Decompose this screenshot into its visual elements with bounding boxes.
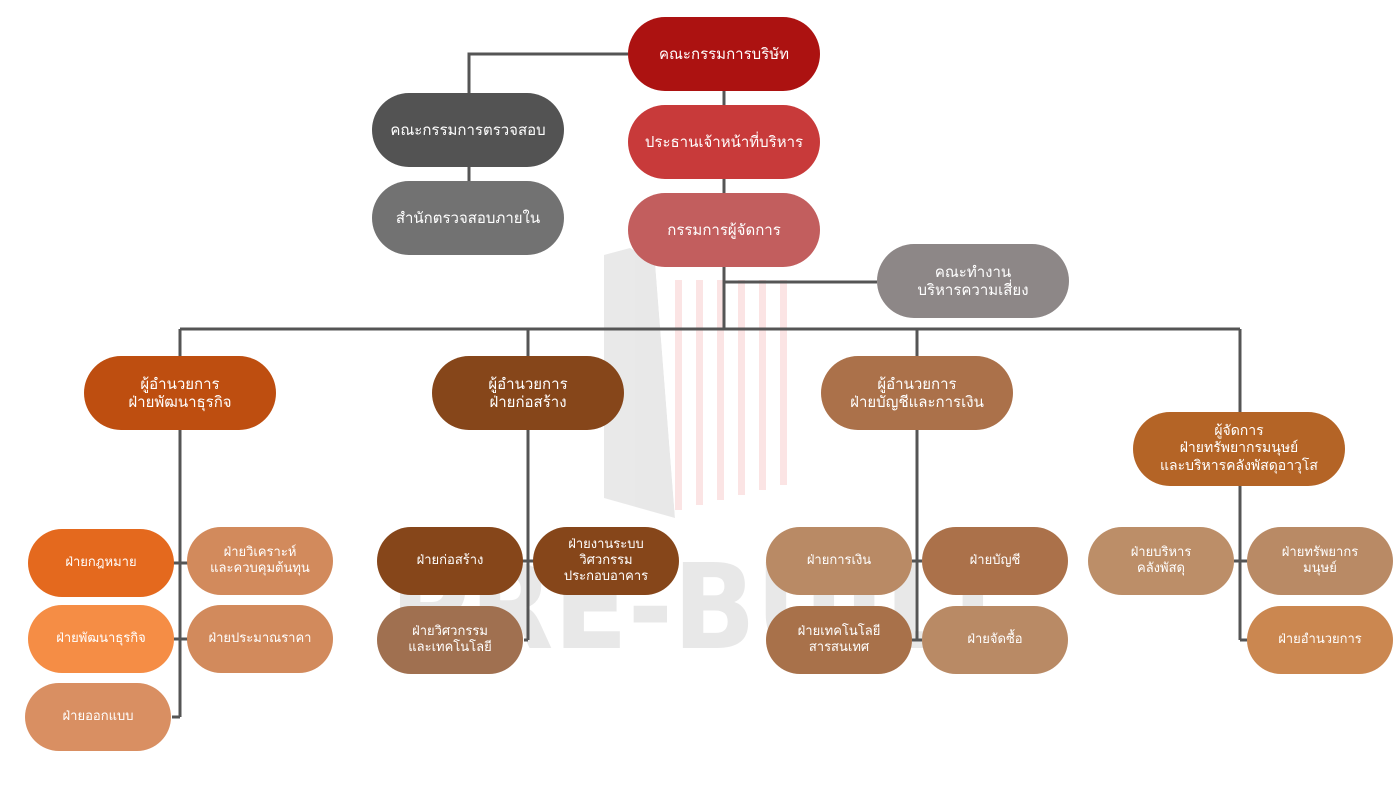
manager-human-resources-warehouse: ผู้จัดการ ฝ่ายทรัพยากรมนุษย์ และบริหารคล… (1133, 412, 1345, 486)
watermark-logo-face (655, 262, 790, 518)
dept-finance: ฝ่ายการเงิน (766, 527, 912, 595)
dept-building-systems-engineering: ฝ่ายงานระบบ วิศวกรรม ประกอบอาคาร (533, 527, 679, 595)
dept-human-resources: ฝ่ายทรัพยากร มนุษย์ (1247, 527, 1393, 595)
line-business-left (172, 561, 188, 719)
line-finance-right (912, 559, 922, 642)
managing-director: กรรมการผู้จัดการ (628, 193, 820, 267)
watermark-logo-stripes (675, 280, 787, 510)
dept-cost-estimation: ฝ่ายประมาณราคา (187, 605, 333, 673)
line-hr-right (1234, 559, 1247, 642)
internal-audit-office: สำนักตรวจสอบภายใน (372, 181, 564, 255)
director-construction: ผู้อำนวยการ ฝ่ายก่อสร้าง (432, 356, 624, 430)
dept-cost-analysis-control: ฝ่ายวิเคราะห์ และควบคุมต้นทุน (187, 527, 333, 595)
dept-business-development: ฝ่ายพัฒนาธุรกิจ (28, 605, 174, 673)
dept-accounting: ฝ่ายบัญชี (922, 527, 1068, 595)
dept-design: ฝ่ายออกแบบ (25, 683, 171, 751)
watermark-logo-block (604, 248, 675, 518)
dept-purchasing: ฝ่ายจัดซื้อ (922, 606, 1068, 674)
dept-warehouse-management: ฝ่ายบริหาร คลังพัสดุ (1088, 527, 1234, 595)
board-of-directors: คณะกรรมการบริษัท (628, 17, 820, 91)
connector-lines (172, 52, 1247, 719)
risk-management-committee: คณะทำงาน บริหารความเสี่ยง (877, 244, 1069, 318)
dept-administration: ฝ่ายอำนวยการ (1247, 606, 1393, 674)
chief-executive-officer: ประธานเจ้าหน้าที่บริหาร (628, 105, 820, 179)
line-construction-right (522, 559, 534, 642)
audit-committee: คณะกรรมการตรวจสอบ (372, 93, 564, 167)
dept-legal: ฝ่ายกฎหมาย (28, 529, 174, 597)
dept-construction: ฝ่ายก่อสร้าง (377, 527, 523, 595)
director-accounting-finance: ผู้อำนวยการ ฝ่ายบัญชีและการเงิน (821, 356, 1013, 430)
director-business-development: ผู้อำนวยการ ฝ่ายพัฒนาธุรกิจ (84, 356, 276, 430)
line-board-audit (467, 52, 628, 93)
dept-information-technology: ฝ่ายเทคโนโลยี สารสนเทศ (766, 606, 912, 674)
dept-engineering-technology: ฝ่ายวิศวกรรม และเทคโนโลยี (377, 606, 523, 674)
